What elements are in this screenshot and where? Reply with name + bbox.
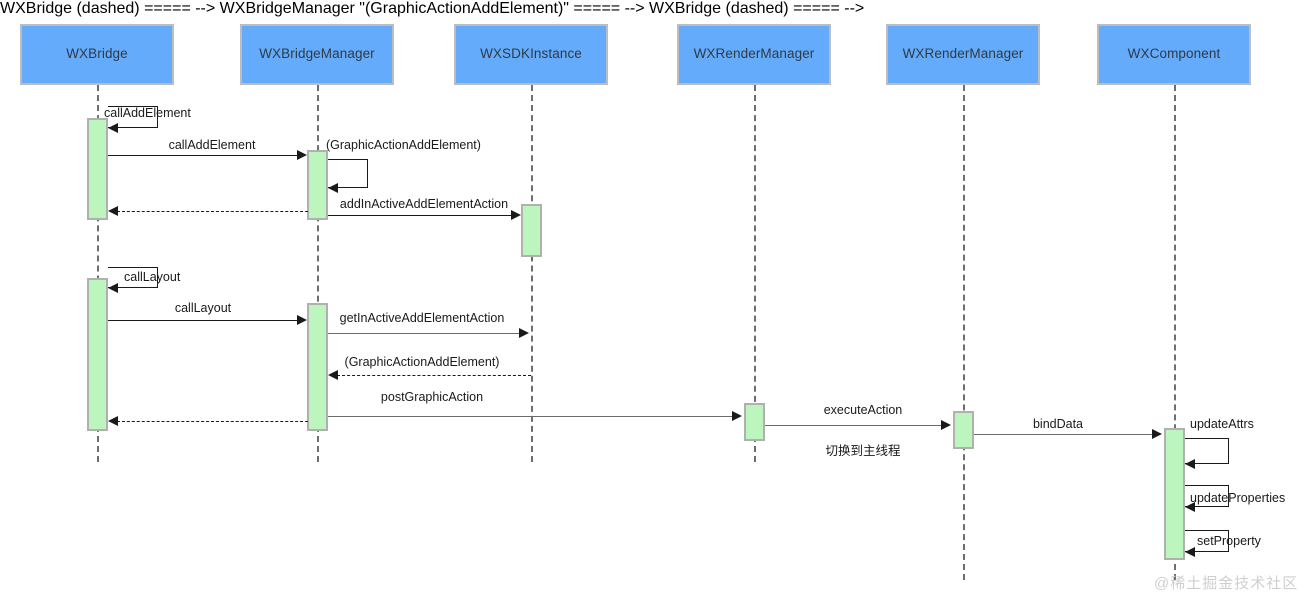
message-line-calllayout [108, 320, 299, 321]
self-call-loop-calllayout [108, 267, 158, 288]
participant-label: WXSDKInstance [480, 46, 582, 62]
participant-box-wxcomponent[interactable]: WXComponent [1097, 24, 1251, 85]
return-line-calllayout [117, 421, 308, 422]
activation-bar-wxrendermanager-2 [953, 411, 974, 449]
message-line-executeaction [765, 425, 943, 426]
participant-box-wxbridge[interactable]: WXBridge [20, 24, 174, 85]
arrow-head-postgraphicaction [732, 411, 742, 421]
activation-bar-wxcomponent-1 [1164, 428, 1185, 560]
activation-bar-wxbridge-1 [87, 118, 108, 220]
message-label-binddata: bindData [1032, 417, 1084, 431]
participant-box-wxrendermanager-1[interactable]: WXRenderManager [677, 24, 831, 85]
arrow-head-return-calladdelement [108, 206, 118, 216]
message-label-calladdelement-self: callAddElement [104, 106, 191, 120]
return-line-calladdelement [117, 211, 308, 212]
message-label-calllayout-self: callLayout [124, 270, 181, 284]
self-call-loop-graphicactionaddelement [328, 159, 368, 188]
participant-box-wxbridgemanager[interactable]: WXBridgeManager [240, 24, 394, 85]
activation-bar-wxrendermanager-1 [744, 403, 765, 441]
message-line-calladdelement [108, 155, 299, 156]
self-call-loop-setproperty [1185, 530, 1229, 552]
message-label-executeaction: executeAction [823, 403, 903, 417]
arrow-head-binddata [1152, 429, 1162, 439]
arrow-head-graphicactionaddelement-self [328, 183, 338, 193]
activation-bar-wxbridge-2 [87, 278, 108, 431]
arrow-head-return-graphicactionaddelement [328, 370, 338, 380]
message-label-updateattrs: updateAttrs [1190, 417, 1254, 431]
watermark-text: @稀土掘金技术社区 [1154, 575, 1299, 592]
message-label-postgraphicaction: postGraphicAction [380, 390, 484, 404]
arrow-head-return-calllayout [108, 416, 118, 426]
arrow-head-calllayout-self [108, 283, 118, 293]
message-label-graphicactionaddelement-self: (GraphicActionAddElement) [326, 138, 481, 152]
message-label-setproperty: setProperty [1197, 534, 1261, 548]
lifeline-wxcomponent [1174, 85, 1176, 580]
participant-label: WXBridgeManager [259, 46, 375, 62]
message-label-calllayout: callLayout [174, 301, 232, 315]
self-call-loop-updateproperties [1185, 485, 1229, 507]
activation-bar-wxbridgemanager-1 [307, 150, 328, 220]
message-line-binddata [974, 434, 1154, 435]
participant-box-wxrendermanager-2[interactable]: WXRenderManager [886, 24, 1040, 85]
message-label-calladdelement: callAddElement [168, 138, 256, 152]
message-line-addinactiveaddelementaction [328, 215, 513, 216]
arrow-head-updateproperties-self [1185, 502, 1195, 512]
lifeline-wxbridgemanager [317, 85, 319, 462]
participant-label: WXComponent [1127, 46, 1221, 62]
message-label-updateproperties: updateProperties [1190, 491, 1286, 505]
note-label-switch-to-main-thread: 切换到主线程 [825, 444, 901, 458]
self-call-loop-calladdelement [108, 106, 158, 128]
message-label-return-graphicactionaddelement: (GraphicActionAddElement) [344, 355, 500, 369]
participant-label: WXBridge [66, 46, 128, 62]
arrow-head-calladdelement [297, 150, 307, 160]
lifeline-wxrendermanager-2 [963, 85, 965, 580]
self-call-loop-updateattrs [1185, 438, 1229, 464]
message-line-postgraphicaction [328, 416, 734, 417]
arrow-head-getinactiveaddelementaction [519, 328, 529, 338]
activation-bar-wxbridgemanager-2 [307, 303, 328, 431]
arrow-head-updateattrs-self [1185, 459, 1195, 469]
arrow-head-setproperty-self [1185, 547, 1195, 557]
message-label-getinactiveaddelementaction: getInActiveAddElementAction [339, 311, 505, 325]
participant-label: WXRenderManager [693, 46, 815, 62]
arrow-head-calladdelement-self [108, 123, 118, 133]
message-line-getinactiveaddelementaction [328, 333, 521, 334]
lifeline-wxbridge [97, 85, 99, 462]
arrow-head-calllayout [297, 315, 307, 325]
activation-bar-wxsdkinstance-1 [521, 204, 542, 257]
arrow-head-executeaction [941, 420, 951, 430]
lifeline-wxsdkinstance [531, 85, 533, 462]
participant-label: WXRenderManager [902, 46, 1024, 62]
message-label-addinactiveaddelementaction: addInActiveAddElementAction [339, 197, 509, 211]
arrow-head-addinactiveaddelementaction [511, 210, 521, 220]
participant-box-wxsdkinstance[interactable]: WXSDKInstance [454, 24, 608, 85]
lifeline-wxrendermanager-1 [754, 85, 756, 462]
return-line-graphicactionaddelement [337, 375, 531, 376]
